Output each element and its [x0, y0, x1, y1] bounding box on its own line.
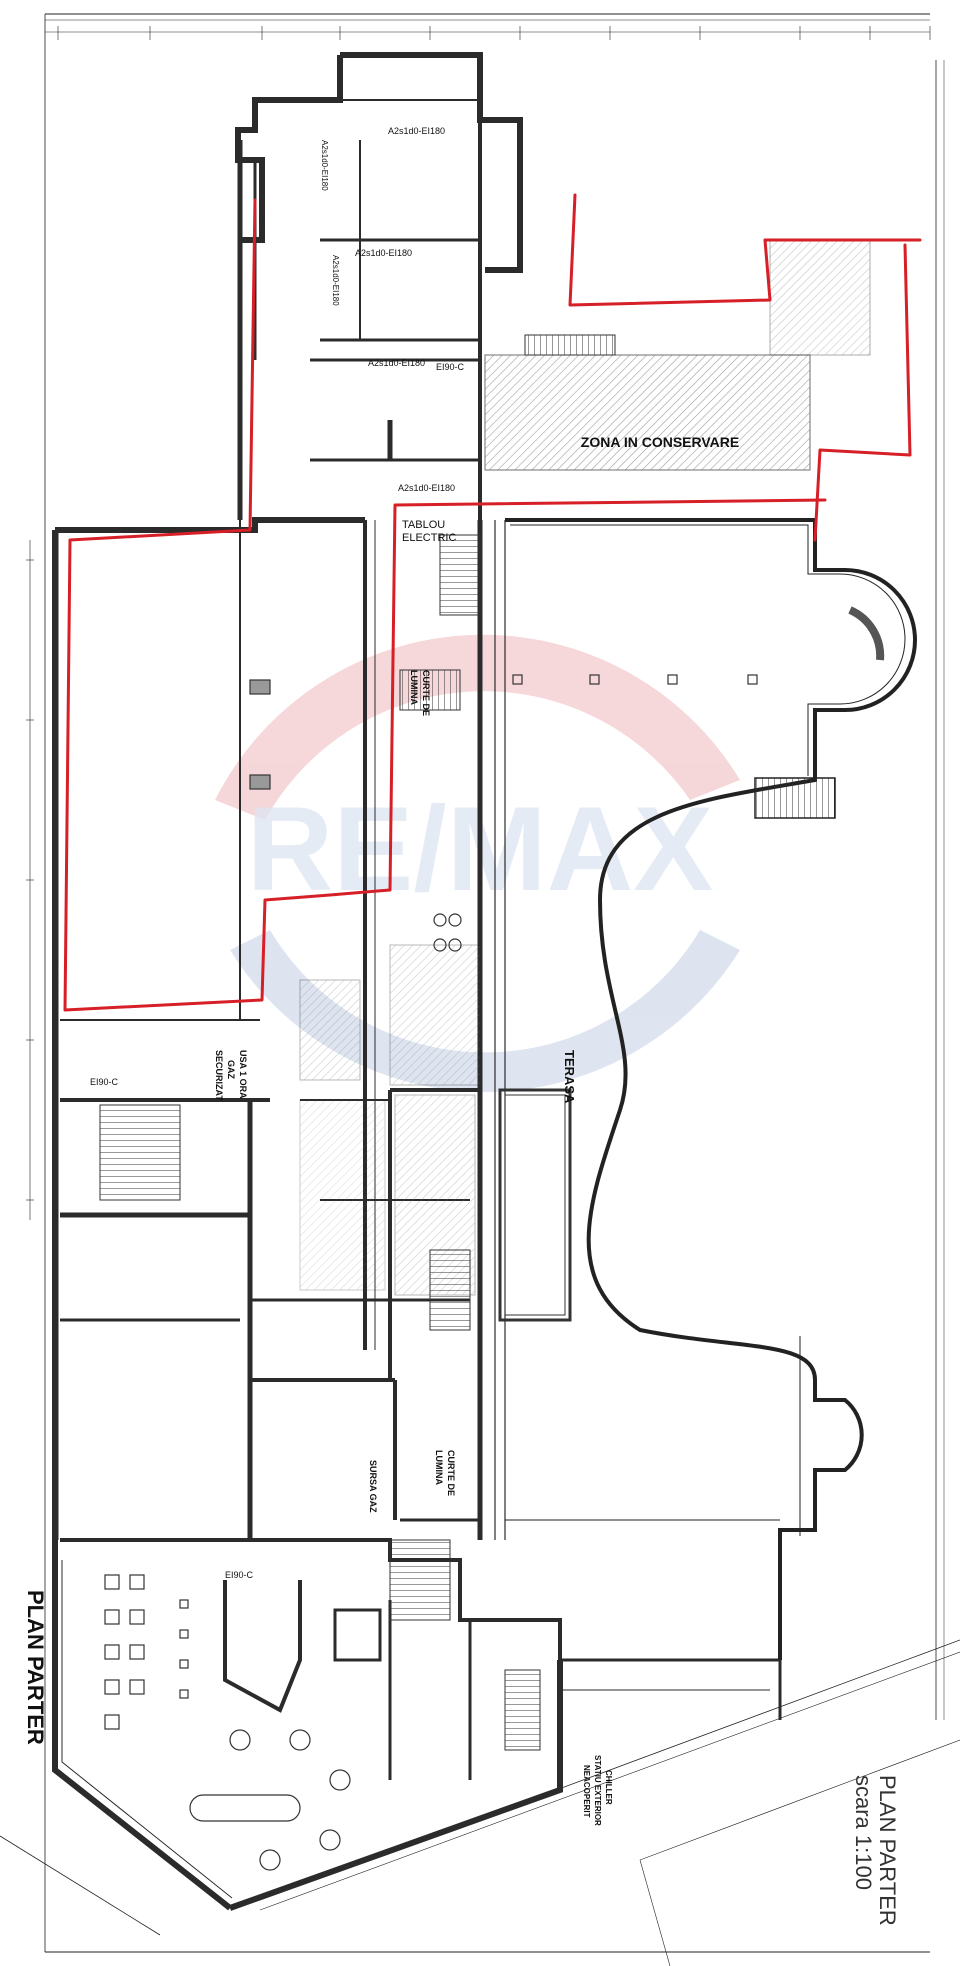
fire-rating-4: A2s1d0-EI180 [398, 483, 455, 493]
fire-rating-9: EI90-C [436, 362, 465, 372]
chiller-label-1: CHILLER [604, 1770, 613, 1805]
stairs [99, 334, 616, 1751]
curte-lumina-label-2: LUMINA [434, 1450, 444, 1485]
tablou-label-1: TABLOU [402, 519, 445, 531]
zona-conservare-label: ZONA IN CONSERVARE [581, 434, 739, 450]
terasa-label: TERASA [562, 1050, 577, 1104]
fire-rating-3: A2s1d0-EI180 [368, 358, 425, 368]
fire-rating-7: EI90-C [90, 1077, 119, 1087]
room-labels: ZONA IN CONSERVARE TABLOU ELECTRIC TERAS… [214, 434, 739, 1826]
curte-lumina-label-1: CURTE DE [446, 1450, 456, 1496]
plan-title-corner-line1: PLAN PARTER [875, 1775, 900, 1926]
fire-rating-8: EI90-C [225, 1570, 254, 1580]
usa-gaz-label-1: USA 1 ORA [238, 1050, 248, 1099]
curte-lumina-top-label-1: CURTE DE [421, 670, 431, 716]
fire-rating-2: A2s1d0-EI180 [355, 248, 412, 258]
furniture [104, 679, 572, 1871]
curte-lumina-top-label-2: LUMINA [409, 670, 419, 705]
building-walls [52, 52, 782, 1911]
sheet-frame [0, 13, 960, 1966]
fire-rating-5: A2s1d0-EI180 [320, 140, 329, 191]
hatched-zones [299, 239, 871, 1296]
tablou-label-2: ELECTRIC [402, 532, 456, 544]
plan-title-vertical: PLAN PARTER [23, 1590, 48, 1745]
usa-gaz-label-3: SECURIZAT [214, 1050, 224, 1101]
chiller-label-3: NEACOPERIT [582, 1765, 591, 1818]
usa-gaz-label-2: GAZ [226, 1060, 236, 1080]
sursa-gaz-label: SURSA GAZ [368, 1460, 378, 1513]
chiller-label-2: STATIU EXTERIOR [593, 1755, 602, 1826]
fire-rating-labels: A2s1d0-EI180 A2s1d0-EI180 A2s1d0-EI180 A… [90, 126, 465, 1580]
fire-rating-1: A2s1d0-EI180 [388, 126, 445, 136]
plan-title-corner: PLAN PARTER scara 1:100 [851, 1775, 900, 1926]
fire-rating-6: A2s1d0-EI180 [331, 255, 340, 306]
red-boundary-markup [63, 193, 922, 1012]
terrace-outline [505, 518, 917, 1660]
terrace-columns [512, 674, 758, 685]
plan-title-corner-line2: scara 1:100 [851, 1775, 876, 1890]
